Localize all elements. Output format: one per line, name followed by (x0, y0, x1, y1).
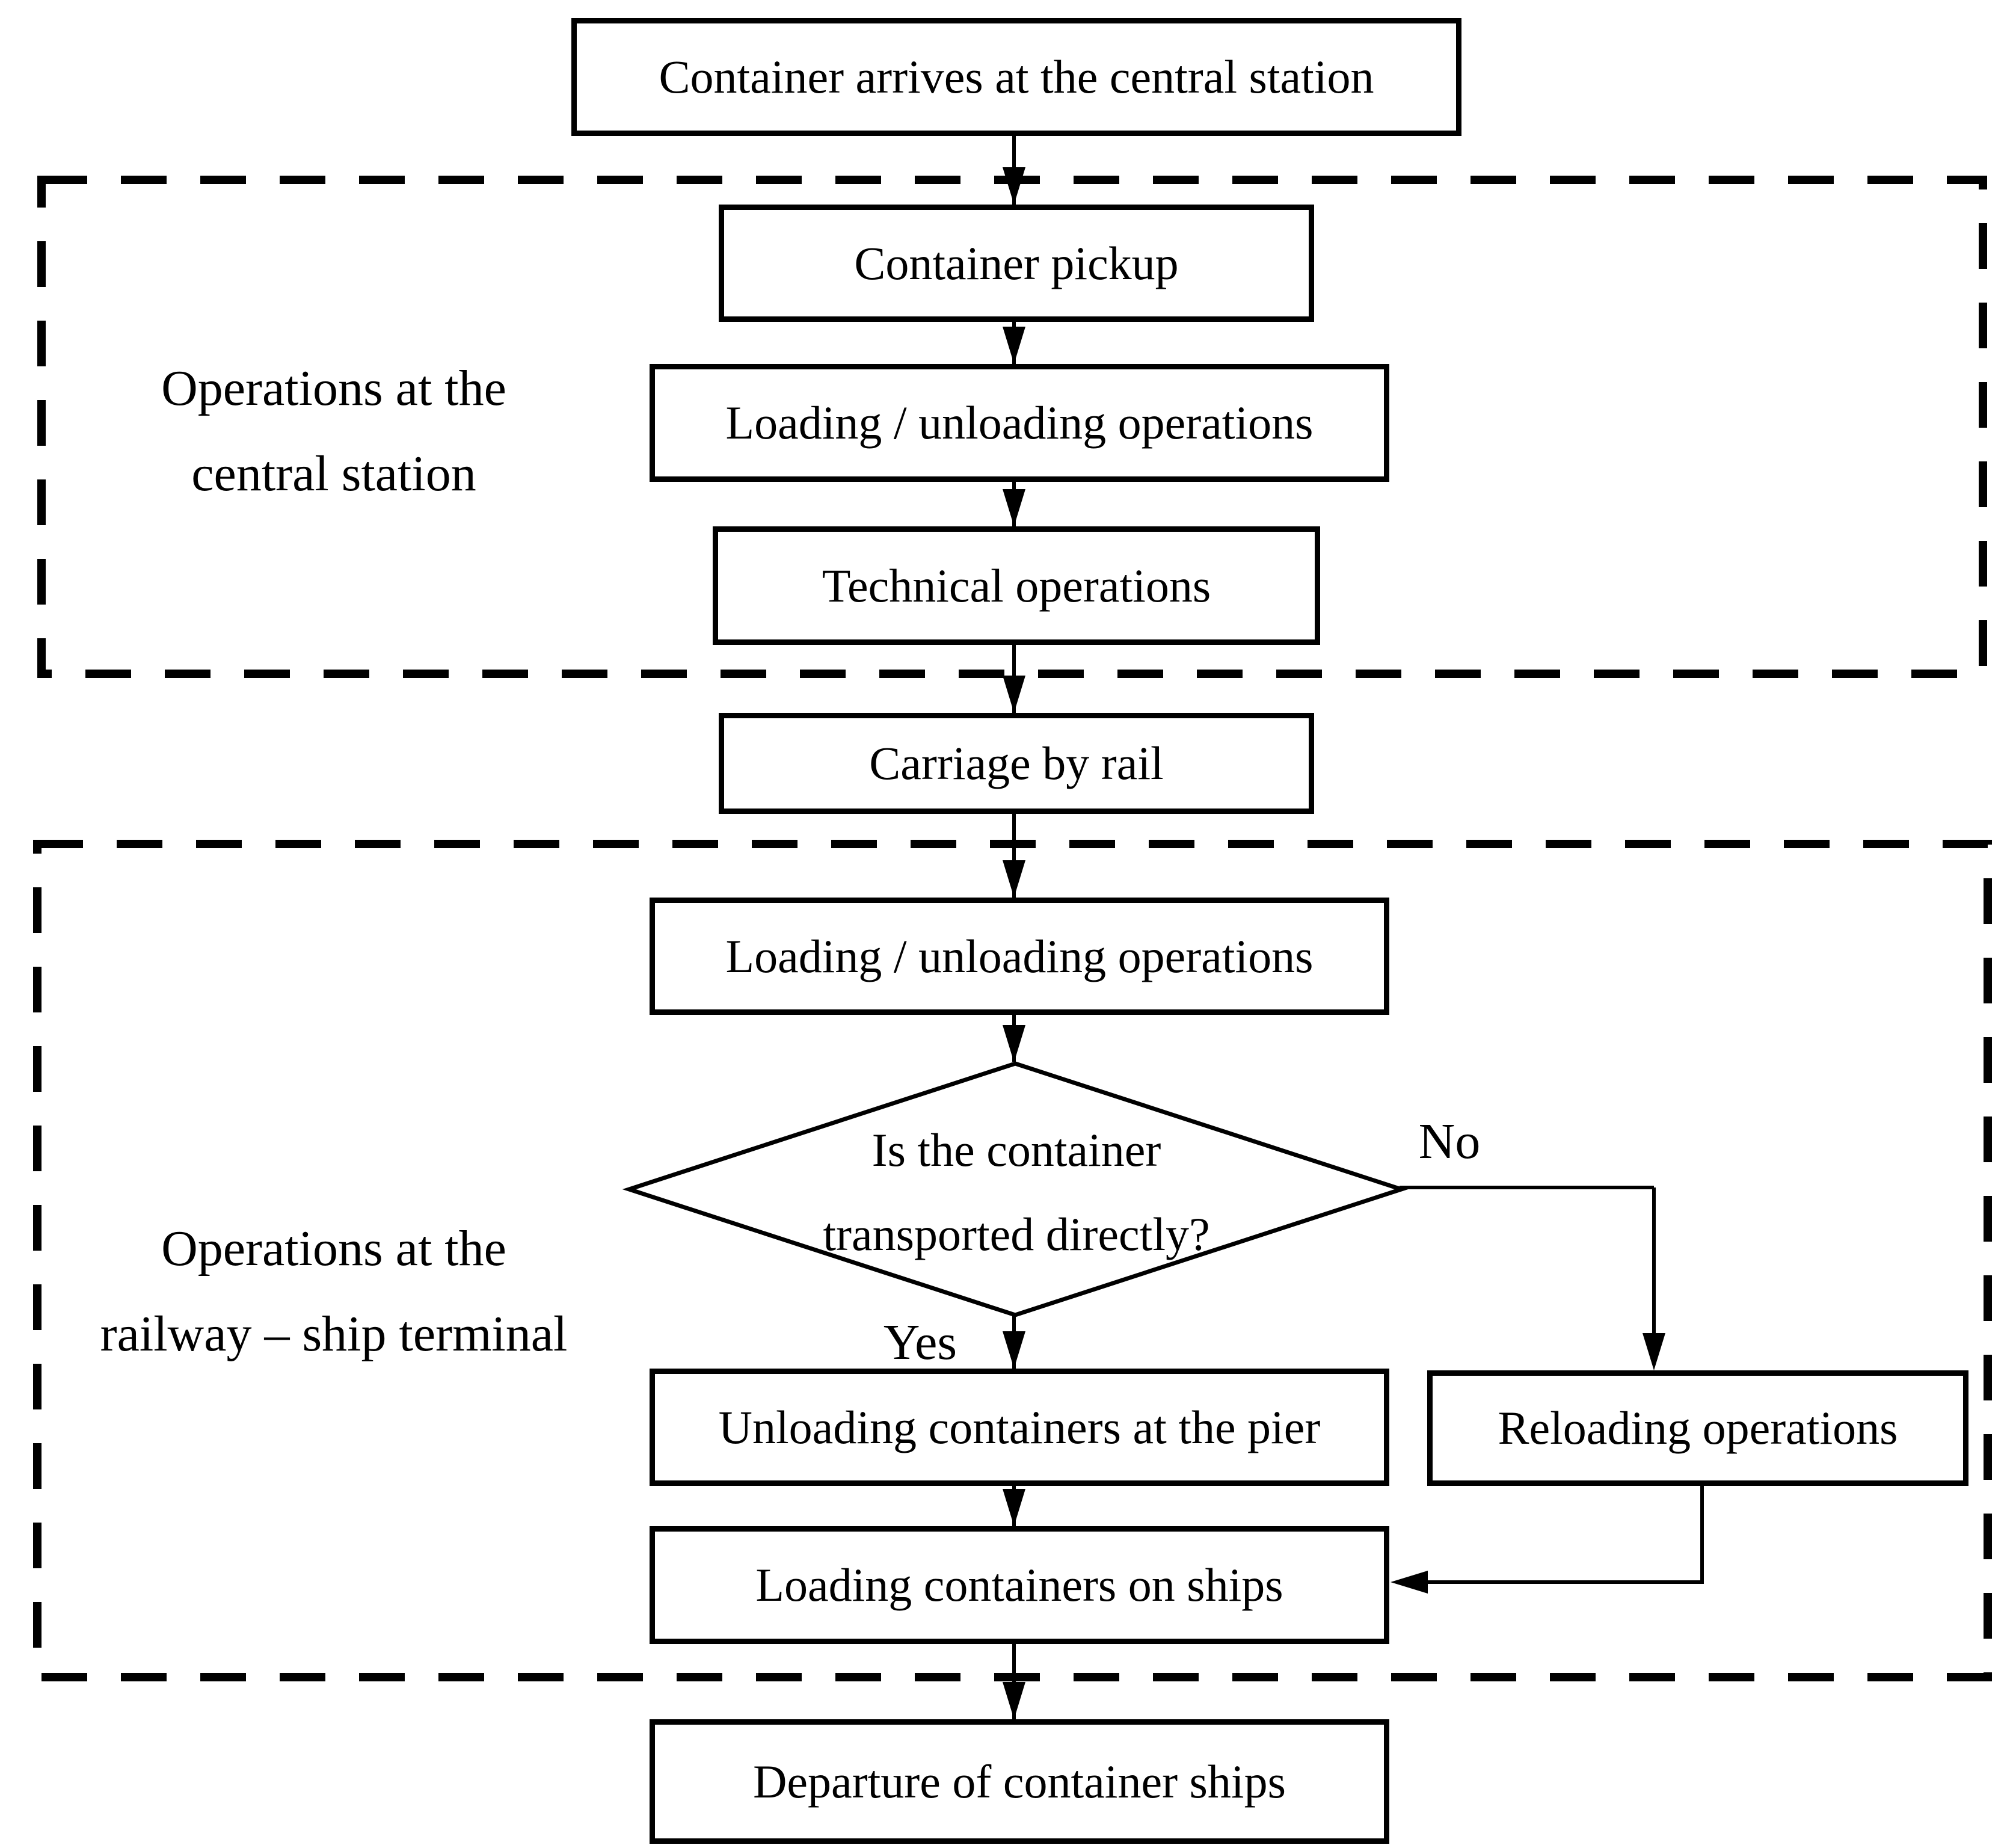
arrowhead-into-technical (1003, 489, 1025, 526)
label-region-railway-terminal: Operations at the railway – ship termina… (45, 1206, 622, 1377)
node-technical-operations: Technical operations (713, 526, 1320, 645)
arrowhead-into-unloading-pier (1003, 1331, 1025, 1369)
node-container-pickup: Container pickup (719, 205, 1314, 322)
label-region-central-station-line1: Operations at the (161, 360, 506, 416)
arrowhead-into-loading-ships-right (1391, 1571, 1428, 1594)
arrowhead-into-decision (1003, 1025, 1025, 1062)
connector-reloading-down (1700, 1486, 1704, 1584)
node-loading-unloading-1-label: Loading / unloading operations (725, 396, 1314, 449)
node-unloading-pier-label: Unloading containers at the pier (718, 1400, 1321, 1453)
arrowhead-into-loading1 (1003, 327, 1025, 364)
decision-text-line1: Is the container (871, 1124, 1161, 1176)
node-carriage-by-rail: Carriage by rail (719, 713, 1314, 814)
node-loading-unloading-2: Loading / unloading operations (650, 898, 1389, 1015)
connector-carriage-loading2 (1012, 813, 1016, 898)
label-region-railway-terminal-line2: railway – ship terminal (100, 1306, 568, 1362)
label-region-central-station-line2: central station (191, 446, 476, 502)
node-container-arrives-label: Container arrives at the central station (659, 51, 1374, 103)
node-loading-unloading-2-label: Loading / unloading operations (725, 929, 1314, 982)
node-loading-ships: Loading containers on ships (650, 1526, 1389, 1644)
node-carriage-by-rail-label: Carriage by rail (869, 737, 1164, 790)
arrowhead-into-pickup (1003, 167, 1025, 205)
label-no: No (1418, 1113, 1481, 1169)
node-departure-ships: Departure of container ships (650, 1719, 1389, 1844)
arrowhead-into-reloading (1643, 1333, 1665, 1370)
connector-no-vertical (1652, 1187, 1656, 1333)
node-loading-ships-label: Loading containers on ships (755, 1559, 1283, 1612)
node-technical-operations-label: Technical operations (822, 559, 1211, 612)
arrowhead-into-loading2 (1003, 860, 1025, 898)
arrowhead-into-carriage (1003, 676, 1025, 713)
node-reloading-operations: Reloading operations (1427, 1370, 1968, 1486)
node-loading-unloading-1: Loading / unloading operations (650, 364, 1389, 482)
label-yes: Yes (883, 1314, 957, 1370)
label-region-central-station: Operations at the central station (45, 346, 622, 517)
connector-loading-ships-departure (1012, 1643, 1016, 1719)
decision-text-line2: transported directly? (823, 1208, 1210, 1260)
connector-no-horizontal (1400, 1186, 1654, 1189)
node-container-arrives: Container arrives at the central station (571, 18, 1461, 136)
connector-reloading-left (1425, 1580, 1704, 1584)
arrowhead-into-departure (1003, 1682, 1025, 1719)
node-unloading-pier: Unloading containers at the pier (650, 1369, 1389, 1486)
node-container-pickup-label: Container pickup (854, 236, 1179, 289)
decision-text: Is the container transported directly? (716, 1108, 1317, 1277)
node-departure-ships-label: Departure of container ships (753, 1755, 1286, 1808)
label-region-railway-terminal-line1: Operations at the (161, 1221, 506, 1277)
node-reloading-operations-label: Reloading operations (1498, 1402, 1898, 1455)
arrowhead-into-loading-ships (1003, 1489, 1025, 1526)
